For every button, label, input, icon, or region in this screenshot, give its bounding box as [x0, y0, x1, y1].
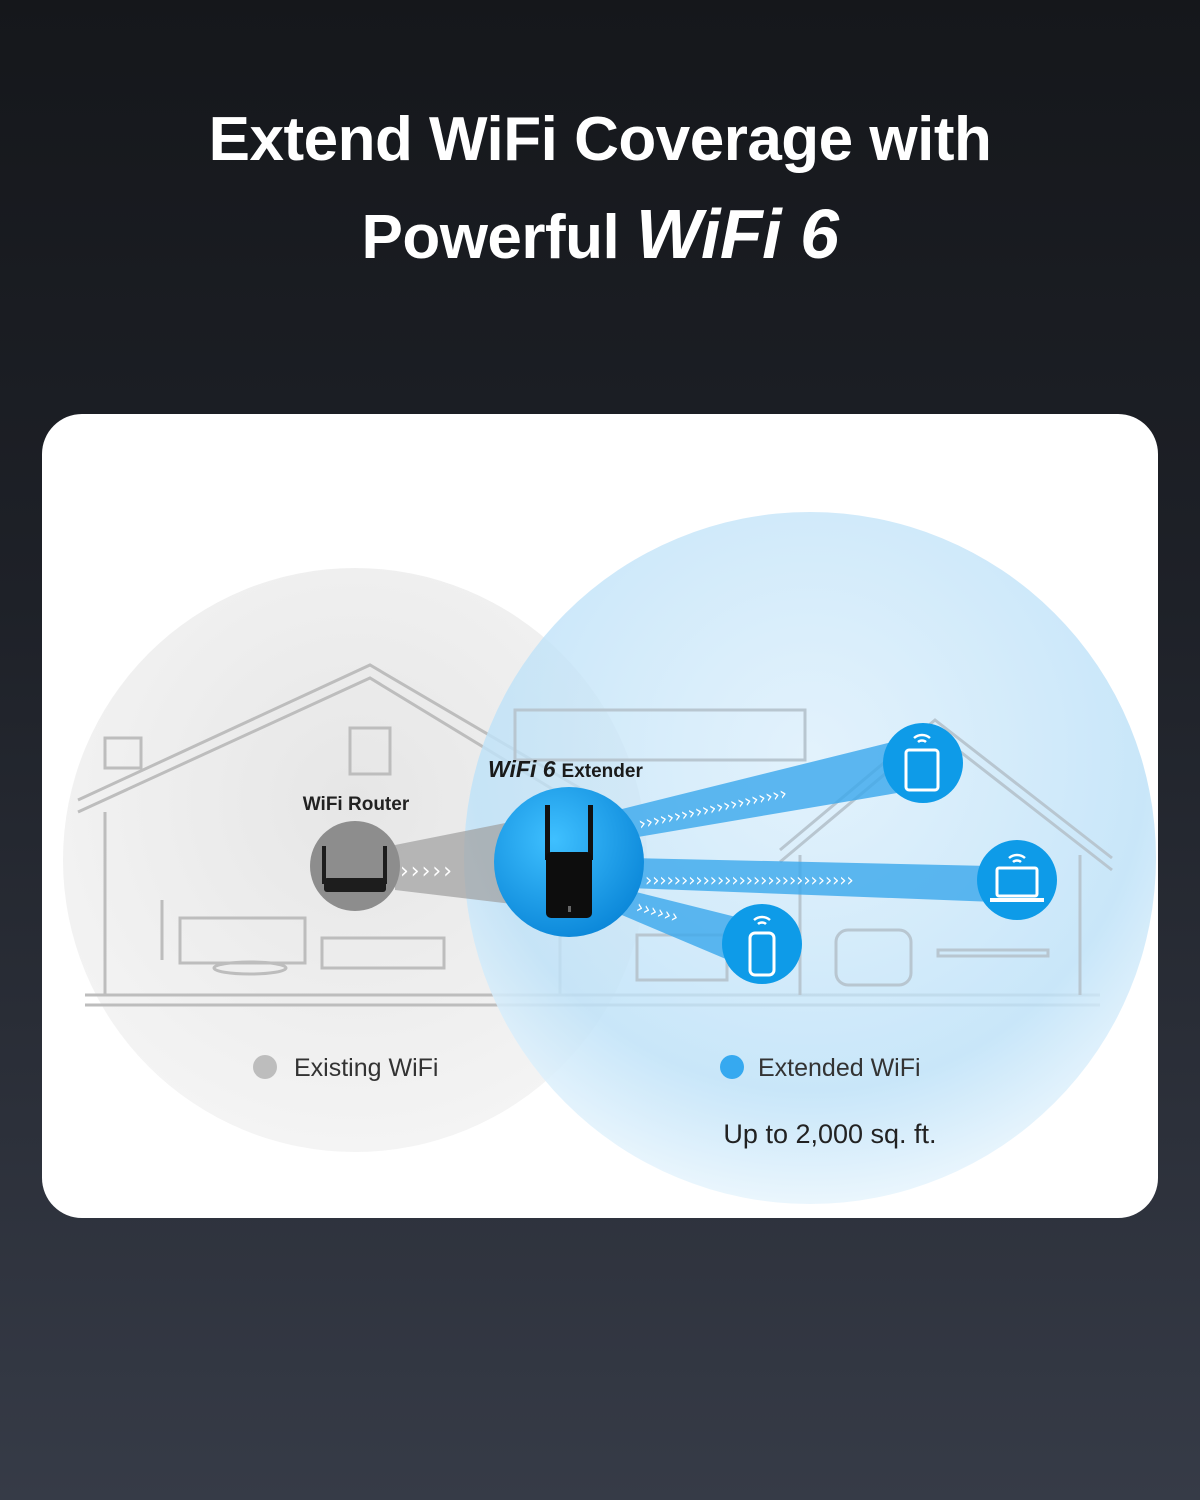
laptop-chevrons: ›››››››››››››››››››››››››››››	[645, 870, 854, 891]
wifi-icon	[753, 915, 771, 926]
router-beam	[395, 820, 520, 905]
router-chevrons: ›››››	[400, 859, 454, 884]
phone-beam	[610, 888, 740, 965]
coverage-diagram: ››››› ››››››››››››››››››››› ››››››››››››…	[63, 512, 1156, 1204]
legend-extended-label: Extended WiFi	[758, 1054, 921, 1082]
legend-extended-dot	[720, 1055, 744, 1079]
laptop-beam	[630, 858, 995, 902]
headline-emphasis: WiFi 6	[636, 195, 839, 273]
smartphone-icon	[722, 904, 802, 984]
headline-prefix: Powerful	[361, 203, 620, 272]
house-right-outline	[513, 708, 1113, 995]
diagram-card: ››››› ››››››››››››››››››››› ››››››››››››…	[42, 414, 1158, 1218]
headline-line1: Extend WiFi Coverage with	[208, 105, 992, 174]
tablet-beam	[610, 740, 915, 840]
router-icon	[310, 821, 400, 911]
headline-line2: Powerful WiFi 6	[0, 194, 1200, 274]
tablet-icon	[883, 723, 963, 803]
router-label: WiFi Router	[303, 794, 410, 815]
wifi-icon	[1008, 853, 1026, 864]
legend-existing-dot	[253, 1055, 277, 1079]
extender-icon	[494, 787, 644, 937]
extended-wifi-zone	[464, 512, 1156, 1204]
wifi-icon	[913, 733, 931, 744]
legend-existing-label: Existing WiFi	[294, 1054, 438, 1082]
laptop-icon	[977, 840, 1057, 920]
coverage-text: Up to 2,000 sq. ft.	[723, 1119, 936, 1149]
